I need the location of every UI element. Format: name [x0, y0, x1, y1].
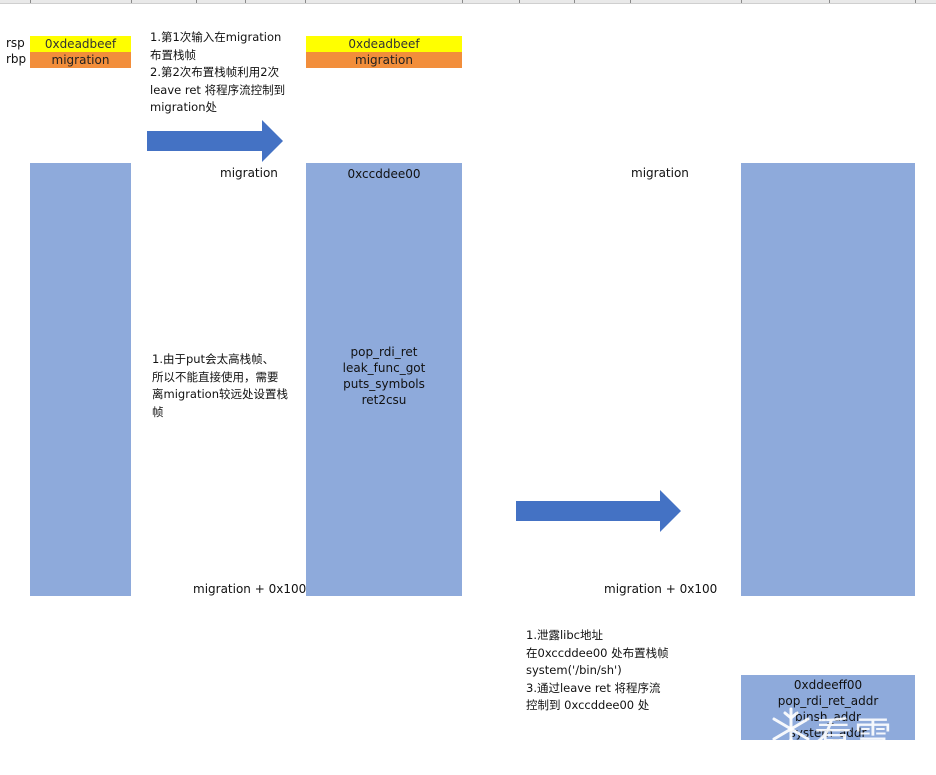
rbp-value-cell: migration — [30, 52, 131, 68]
sheet-gridline — [574, 0, 575, 3]
stack2-item: leak_func_got — [342, 361, 426, 375]
bottom-note-line: 1.泄露libc地址 — [526, 628, 603, 642]
stack4-item: binsh_addr — [795, 710, 861, 724]
stack4-address: 0xddeeff00 — [793, 678, 863, 692]
bottom-note-line: 在0xccddee00 处布置栈帧 — [526, 645, 669, 660]
step1-rsp-value-cell: 0xdeadbeef — [306, 36, 462, 52]
stack-block-migration: 0xccddee00 pop_rdi_ret leak_func_got put… — [306, 163, 462, 596]
stack-block-system: 0xddeeff00 pop_rdi_ret_addr binsh_addr s… — [741, 675, 915, 740]
top-note: 1.第1次输入在migration 布置栈帧 2.第2次布置栈帧利用2次 lea… — [150, 29, 285, 117]
sheet-gridline — [462, 0, 463, 3]
bottom-note-line: 控制到 0xccddee00 处 — [526, 698, 650, 712]
middle-note-line: 所以不能直接使用，需要 — [152, 369, 279, 384]
stack-block-migration-second — [741, 163, 915, 596]
top-note-line: 1.第1次输入在migration — [150, 30, 282, 44]
sheet-gridline — [30, 0, 31, 3]
right-arrow-icon — [147, 120, 283, 162]
sheet-gridline — [245, 0, 246, 3]
stack-block-original — [30, 163, 131, 596]
top-note-line: 布置栈帧 — [150, 47, 196, 62]
sheet-gridline — [630, 0, 631, 3]
sheet-gridline — [829, 0, 830, 3]
sheet-gridline — [305, 0, 306, 3]
stack4-items: pop_rdi_ret_addr binsh_addr system_addr — [741, 693, 915, 741]
middle-note: 1.由于put会太高栈帧、 所以不能直接使用，需要 离migration较远处设… — [152, 351, 288, 421]
right-arrow-icon — [516, 490, 681, 532]
stack4-item: system_addr — [789, 726, 867, 740]
sheet-gridline — [519, 0, 520, 3]
bottom-note-line: system('/bin/sh') — [526, 663, 622, 677]
step1-rbp-value-cell: migration — [306, 52, 462, 68]
stack3-top-label: migration — [631, 166, 689, 180]
sheet-header-strip — [0, 0, 936, 4]
bottom-note-line: 3.通过leave ret 将程序流 — [526, 680, 661, 695]
middle-note-line: 离migration较远处设置栈 — [152, 387, 289, 401]
stack2-item: ret2csu — [361, 393, 407, 407]
top-note-line: 2.第2次布置栈帧利用2次 — [150, 65, 280, 79]
rsp-value-cell: 0xdeadbeef — [30, 36, 131, 52]
sheet-gridline — [915, 0, 916, 3]
stack1-top-label: migration — [220, 166, 278, 180]
rbp-label: rbp — [6, 52, 27, 66]
stack3-bottom-label: migration + 0x100 — [604, 582, 718, 596]
snowflake-logo-icon — [772, 707, 810, 751]
bottom-note: 1.泄露libc地址 在0xccddee00 处布置栈帧 system('/bi… — [526, 627, 669, 715]
top-note-line: leave ret 将程序流控制到 — [150, 82, 286, 97]
stack2-item: pop_rdi_ret — [350, 345, 418, 359]
stack2-items: pop_rdi_ret leak_func_got puts_symbols r… — [306, 344, 462, 408]
stack4-item: pop_rdi_ret_addr — [777, 694, 879, 708]
sheet-gridline — [196, 0, 197, 3]
sheet-gridline — [741, 0, 742, 3]
stack2-item: puts_symbols — [343, 377, 425, 391]
rsp-label: rsp — [6, 36, 25, 50]
middle-note-line: 1.由于put会太高栈帧、 — [152, 352, 275, 366]
stack1-bottom-label: migration + 0x100 — [193, 582, 307, 596]
top-note-line: migration处 — [150, 100, 218, 114]
middle-note-line: 帧 — [152, 404, 164, 419]
watermark-text: 看雪 — [814, 714, 895, 758]
sheet-gridline — [131, 0, 132, 3]
stack2-address: 0xccddee00 — [347, 167, 421, 181]
